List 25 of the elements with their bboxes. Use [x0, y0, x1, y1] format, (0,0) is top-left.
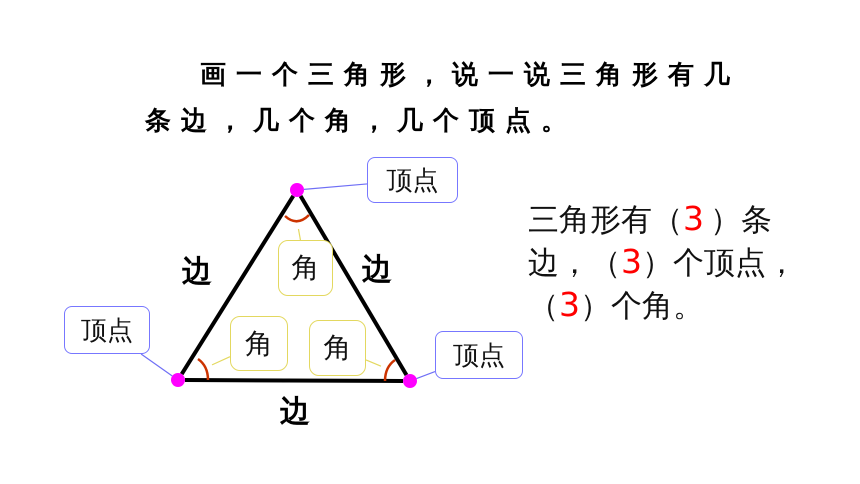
question-text: 画一个三角形，说一说三角形有几条边，几个角，几个顶点。 [145, 59, 741, 138]
answer-text: 三角形有（3）条边，（3）个顶点，（3）个角。 [528, 198, 798, 326]
leader-line [140, 354, 173, 376]
angle-arc [381, 357, 397, 382]
angle-arc [196, 356, 212, 381]
angle-callout: 角 [278, 240, 333, 296]
leader-line [366, 359, 382, 367]
leader-line [212, 356, 230, 366]
leader-line [298, 228, 302, 240]
edge-label: 边 [362, 251, 392, 289]
edge-label: 边 [182, 253, 212, 291]
angle-callout: 角 [230, 316, 288, 371]
triangle-side [298, 195, 408, 376]
angle-callout: 角 [309, 320, 366, 376]
vertex-dot [290, 183, 304, 197]
vertex-callout: 顶点 [64, 306, 150, 354]
edge-label: 边 [280, 393, 310, 431]
leader-line [416, 371, 436, 380]
leader-line [304, 183, 368, 190]
triangle-side [180, 194, 295, 376]
vertex-dot [171, 373, 185, 387]
vertex-dot [403, 374, 417, 388]
vertex-callout: 顶点 [367, 157, 458, 203]
vertex-callout: 顶点 [435, 331, 523, 379]
triangle-side [185, 378, 403, 383]
